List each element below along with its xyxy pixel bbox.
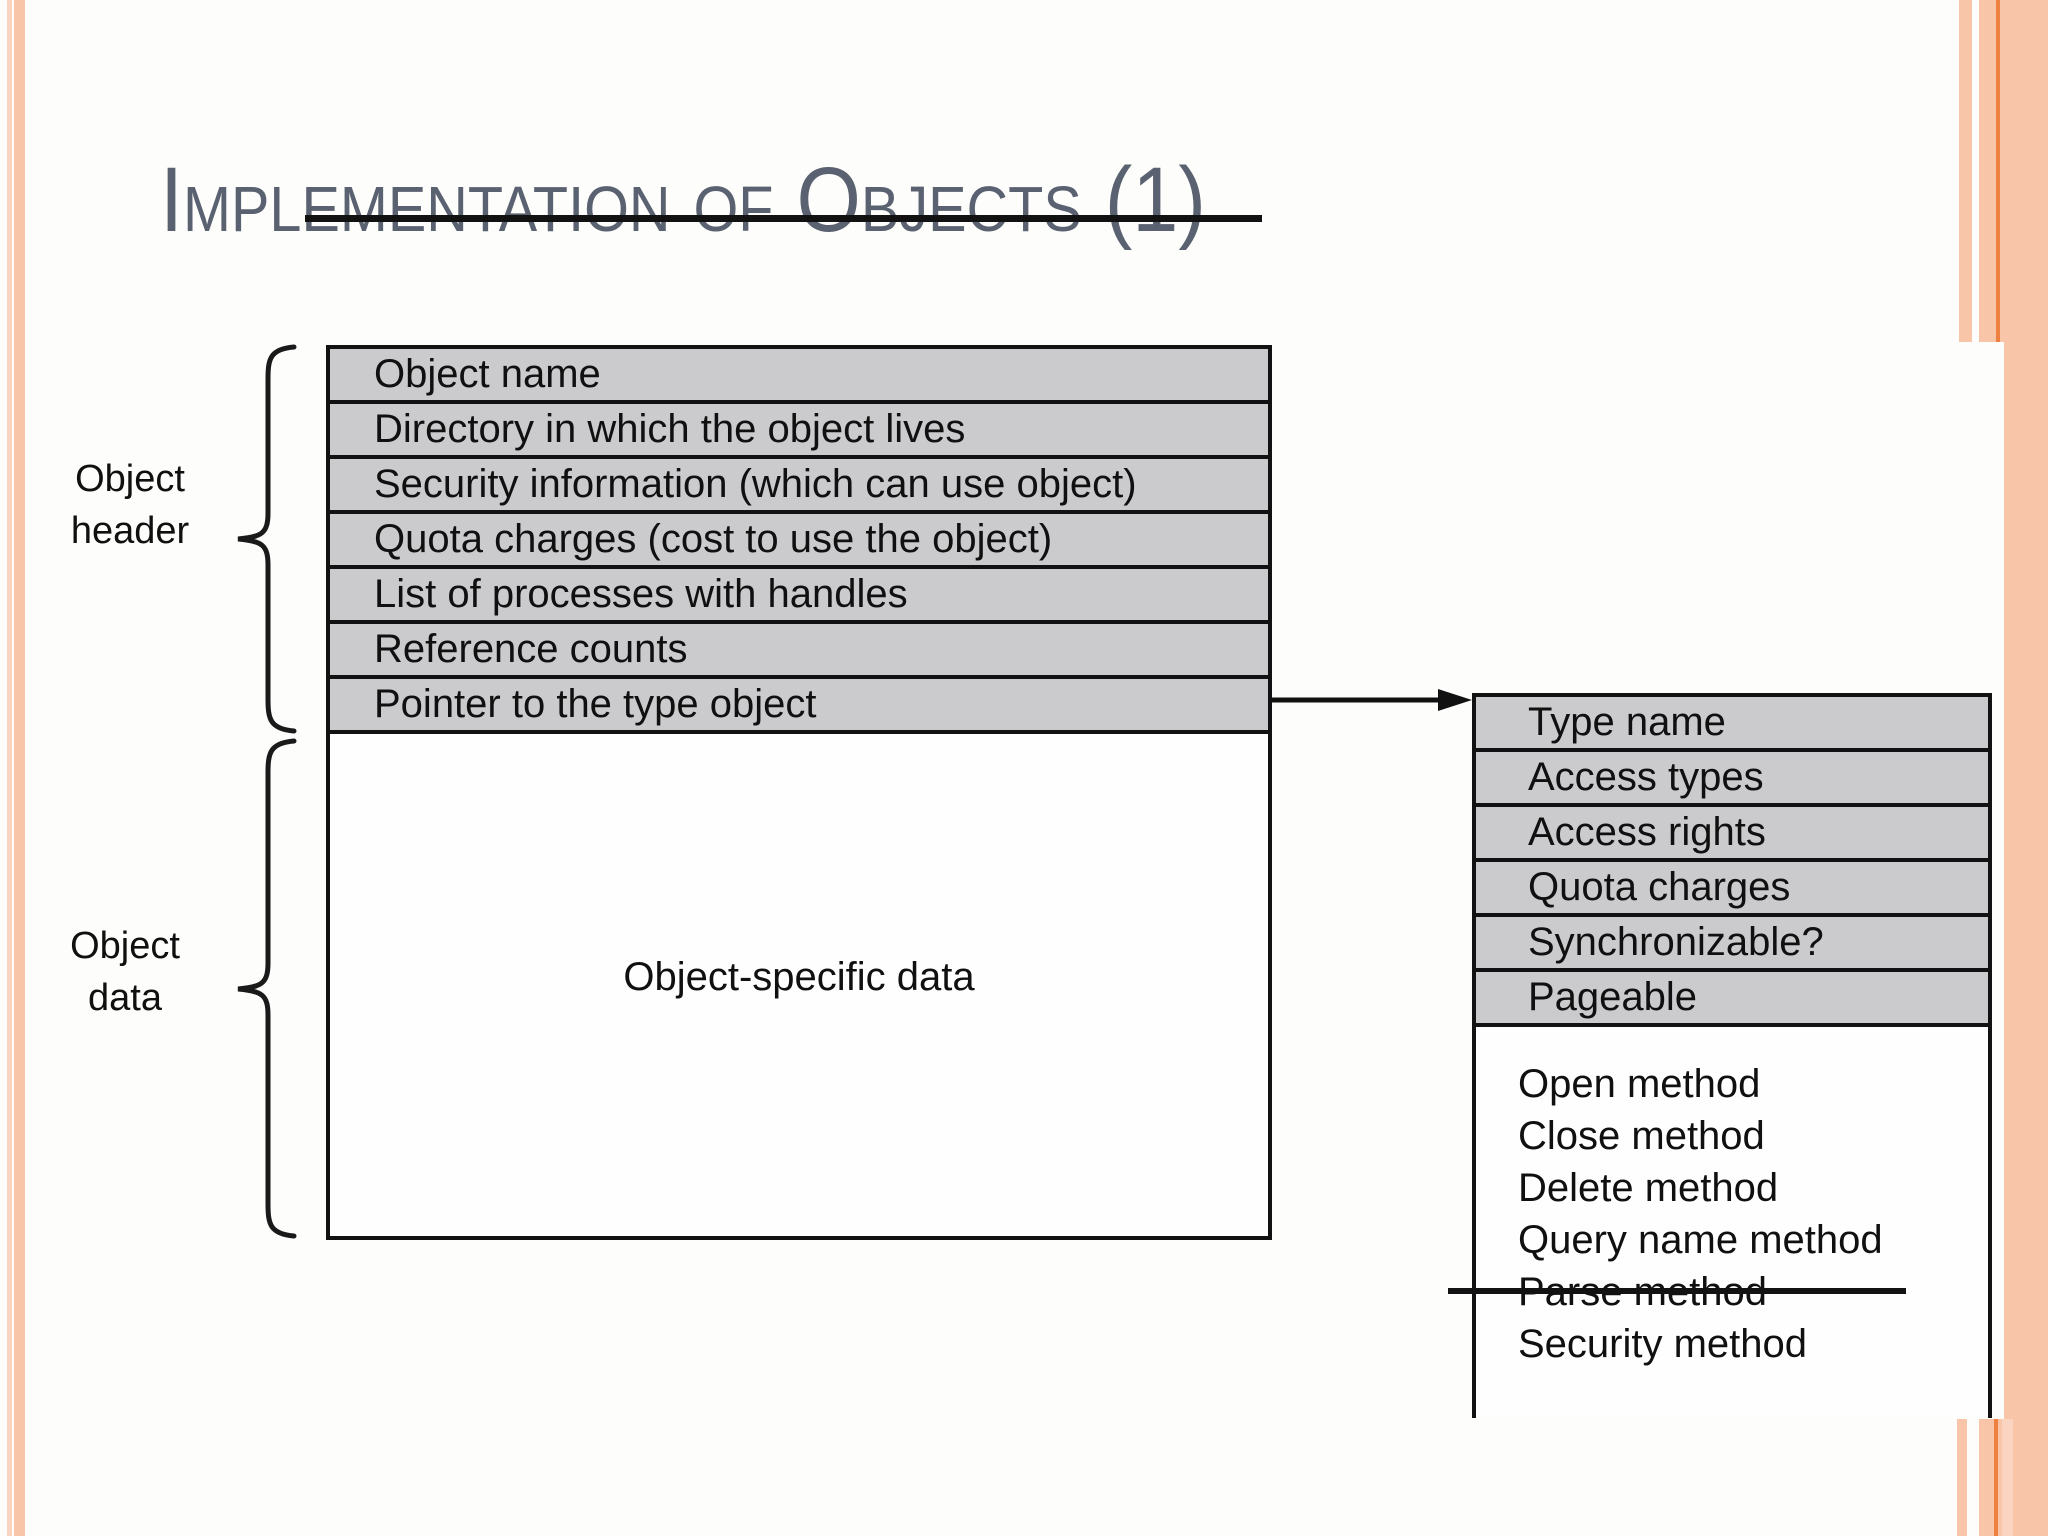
type-table-row: Quota charges bbox=[1476, 862, 1988, 917]
right-bottom-band bbox=[1979, 1419, 2002, 1536]
object-header-label-line1: Object bbox=[75, 458, 185, 500]
slide-title: Implementation of Objects (1) bbox=[160, 149, 1206, 251]
right-bottom-stripe-light bbox=[2002, 1419, 2013, 1536]
object-data-label: Object data bbox=[25, 920, 225, 1024]
object-table-row: Reference counts bbox=[330, 624, 1268, 679]
method-item: Security method bbox=[1518, 1322, 1808, 1366]
type-methods-list: Open method Close method Delete method Q… bbox=[1518, 1058, 1883, 1370]
title-underline-strike bbox=[305, 215, 1262, 222]
object-data-brace bbox=[228, 737, 300, 1240]
method-item: Query name method bbox=[1518, 1218, 1883, 1262]
object-table-row: Quota charges (cost to use the object) bbox=[330, 514, 1268, 569]
right-accent-band-full bbox=[2004, 0, 2048, 1536]
object-table-row: Security information (which can use obje… bbox=[330, 459, 1268, 514]
object-table-row: List of processes with handles bbox=[330, 569, 1268, 624]
pointer-arrow bbox=[1272, 686, 1476, 714]
left-accent-stripe-thick bbox=[14, 0, 25, 1536]
object-header-label-line2: header bbox=[70, 510, 190, 552]
object-table-row: Object name bbox=[330, 349, 1268, 404]
right-bottom-orange-line bbox=[1994, 1419, 1998, 1536]
object-table-row: Directory in which the object lives bbox=[330, 404, 1268, 459]
right-top-stripe-thin bbox=[1959, 0, 1972, 342]
left-accent-stripe-thin bbox=[7, 0, 12, 1536]
object-table: Object name Directory in which the objec… bbox=[326, 345, 1272, 1240]
method-item: Delete method bbox=[1518, 1166, 1779, 1210]
type-object-table: Type name Access types Access rights Quo… bbox=[1472, 693, 1992, 1418]
method-item: Open method bbox=[1518, 1062, 1761, 1106]
right-bottom-stripe-thin bbox=[1957, 1419, 1967, 1536]
object-data-label-line1: Object bbox=[70, 925, 180, 967]
right-top-band bbox=[1979, 0, 2004, 342]
method-item: Close method bbox=[1518, 1114, 1765, 1158]
type-table-row: Pageable bbox=[1476, 972, 1988, 1027]
parse-method-strike-line bbox=[1448, 1288, 1906, 1294]
type-table-row: Type name bbox=[1476, 697, 1988, 752]
right-top-orange-line bbox=[1996, 0, 2000, 342]
type-table-row: Access types bbox=[1476, 752, 1988, 807]
object-header-label: Object header bbox=[30, 453, 230, 557]
type-table-row: Synchronizable? bbox=[1476, 917, 1988, 972]
object-specific-data-area: Object-specific data bbox=[623, 954, 975, 999]
object-data-label-line2: data bbox=[88, 977, 162, 1019]
object-table-row: Pointer to the type object bbox=[330, 679, 1268, 734]
type-table-row: Access rights bbox=[1476, 807, 1988, 862]
object-header-brace bbox=[228, 343, 300, 735]
